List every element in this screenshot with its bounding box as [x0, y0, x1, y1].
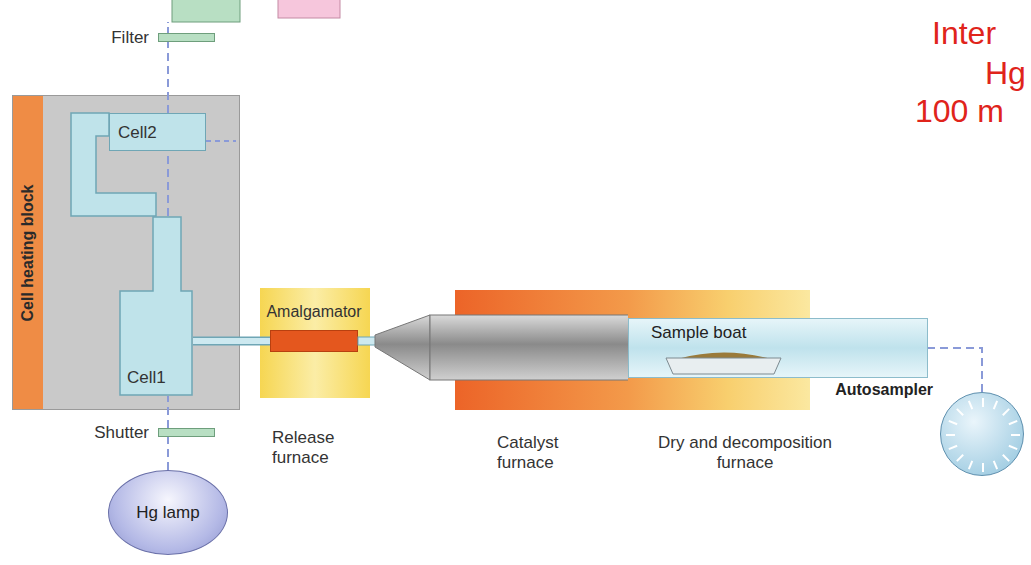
tick	[949, 421, 957, 424]
quartz-tube	[455, 290, 628, 410]
node-label: Release furnace	[272, 428, 362, 467]
tick	[946, 434, 955, 436]
annotation-text: 100 m	[915, 94, 1004, 129]
release-furnace: Release furnaceAmalgamator	[260, 288, 370, 398]
dashed-line	[928, 348, 982, 392]
shutter-plate: Shutter	[158, 428, 215, 437]
node-label: Sample boat	[651, 323, 746, 343]
tick	[1003, 455, 1009, 461]
node-label: Catalyst furnace	[497, 433, 597, 472]
boat	[666, 358, 781, 374]
cell-heating-block: Cell heating block Cell2Cell1	[12, 95, 240, 410]
node-label: Hg lamp	[109, 503, 227, 523]
tick	[949, 446, 957, 449]
light-path	[928, 348, 982, 392]
catalyst-tube	[430, 315, 630, 380]
measurement-cell: Cell2	[109, 113, 206, 151]
autosampler: Autosampler	[940, 392, 1024, 476]
tick	[969, 401, 972, 409]
tick	[969, 461, 972, 469]
light-path	[168, 437, 169, 470]
cell-shape	[120, 217, 192, 395]
side-beam	[206, 140, 236, 142]
hg-lamp: Hg lamp	[108, 470, 228, 555]
tick	[1011, 434, 1020, 436]
measurement-cell: Cell1	[119, 216, 193, 396]
detector-box	[172, 0, 240, 22]
connecting-tube	[358, 337, 376, 345]
node-label: Cell heating block	[19, 184, 37, 321]
annotation-text: Inter	[932, 16, 996, 51]
node-label: Autosampler	[835, 381, 933, 399]
dashed-line	[167, 437, 169, 470]
amalgamator: Amalgamator	[270, 330, 358, 352]
tick	[957, 409, 963, 415]
node-label: Cell2	[118, 123, 157, 143]
catalyst-furnace: Catalyst furnace	[455, 290, 628, 410]
annotation-text: Hg	[985, 56, 1026, 91]
tick	[1009, 421, 1017, 424]
light-beam	[167, 22, 169, 33]
node-label: Shutter	[94, 423, 149, 443]
node-label: Filter	[111, 28, 149, 48]
tick	[994, 461, 997, 469]
tick	[957, 455, 963, 461]
tick	[982, 463, 984, 472]
filter-plate: Filter	[158, 33, 215, 42]
decomposition-furnace: Dry and decomposition furnaceSample boat	[628, 290, 810, 410]
autosampler-ticks	[941, 393, 1025, 477]
node-label: Cell1	[127, 368, 166, 388]
node-label: Amalgamator	[261, 303, 367, 321]
tick	[994, 401, 997, 409]
tick	[1003, 409, 1009, 415]
tick	[1009, 446, 1017, 449]
sample-tube: Sample boat	[628, 318, 928, 378]
node-label: Dry and decomposition furnace	[630, 433, 860, 472]
tick	[982, 398, 984, 407]
top-box	[278, 0, 340, 18]
tube-cone	[375, 315, 430, 380]
heater-strip	[13, 96, 43, 409]
